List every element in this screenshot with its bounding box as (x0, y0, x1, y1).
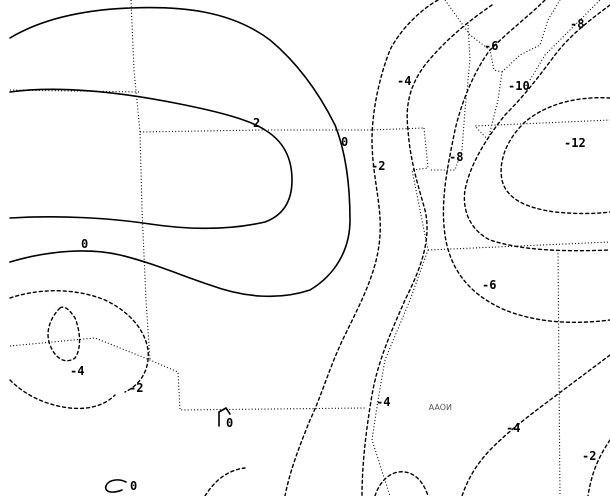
contour-label-0-left: 0 (81, 237, 88, 251)
contour-end-mark-corner (104, 479, 127, 493)
contour-label-0-bottom: 0 (226, 416, 233, 430)
boundary-lines (9, 0, 610, 496)
watermark-credit: NOAA (428, 403, 452, 412)
contour-label-neg10: -10 (508, 79, 530, 93)
contour-label-2: 2 (253, 116, 260, 130)
contour-bottom-arc (374, 471, 429, 496)
contour-label-neg2-left: -2 (129, 381, 143, 395)
contour-label-neg6-right: -6 (482, 278, 496, 292)
contour-label-neg4-left: -4 (70, 364, 84, 378)
boundary-center-vertical (371, 127, 429, 496)
contour-label-neg2-right: -2 (582, 449, 596, 463)
contour-neg2-left (9, 290, 149, 393)
solid-contours (9, 6, 351, 298)
contour-neg2-left-lower (9, 379, 116, 410)
contour-neg12-loop (500, 97, 610, 215)
boundary-upper-right-c (501, 0, 561, 73)
boundary-upper-right-d (529, 0, 601, 81)
contour-label-neg8-mid: -8 (449, 150, 463, 164)
boundary-right-vertical (557, 249, 561, 496)
contour-neg4-right-lower (461, 354, 610, 496)
contour-upper-left-2 (9, 88, 293, 230)
contour-neg6-right (442, 0, 610, 323)
contour-neg2-center (284, 0, 439, 496)
contour-label-0-mid: 0 (341, 135, 348, 149)
contour-label-neg8-top: -8 (570, 17, 584, 31)
contour-end-mark-bottom (218, 407, 231, 427)
contour-neg4-left-loop (47, 306, 81, 362)
contour-neg8-right (463, 4, 610, 252)
boundary-upper-right-b (430, 24, 471, 171)
dashed-contours (9, 0, 610, 496)
contour-bottom-left-arc (204, 467, 246, 496)
contour-neg2-right-lower (587, 439, 610, 496)
contour-label-neg2-mid: -2 (371, 159, 385, 173)
boundary-left-lower (9, 337, 366, 411)
contour-neg4-center (361, 4, 493, 496)
contour-top-left-arc (9, 6, 351, 298)
contour-label-neg4-right: -4 (506, 421, 520, 435)
contour-end-marks (104, 407, 231, 493)
contour-labels: -8 -6 -4 -10 2 0 -2 -8 -12 0 -6 -4 -2 -4… (70, 17, 596, 493)
contour-label-neg4-center: -4 (376, 395, 390, 409)
contour-label-0-corner: 0 (130, 479, 137, 493)
contour-label-neg12: -12 (564, 136, 586, 150)
boundary-upper-left-vertical (130, 0, 151, 361)
contour-label-neg4-top: -4 (397, 74, 411, 88)
contour-label-neg6-top: -6 (484, 39, 498, 53)
